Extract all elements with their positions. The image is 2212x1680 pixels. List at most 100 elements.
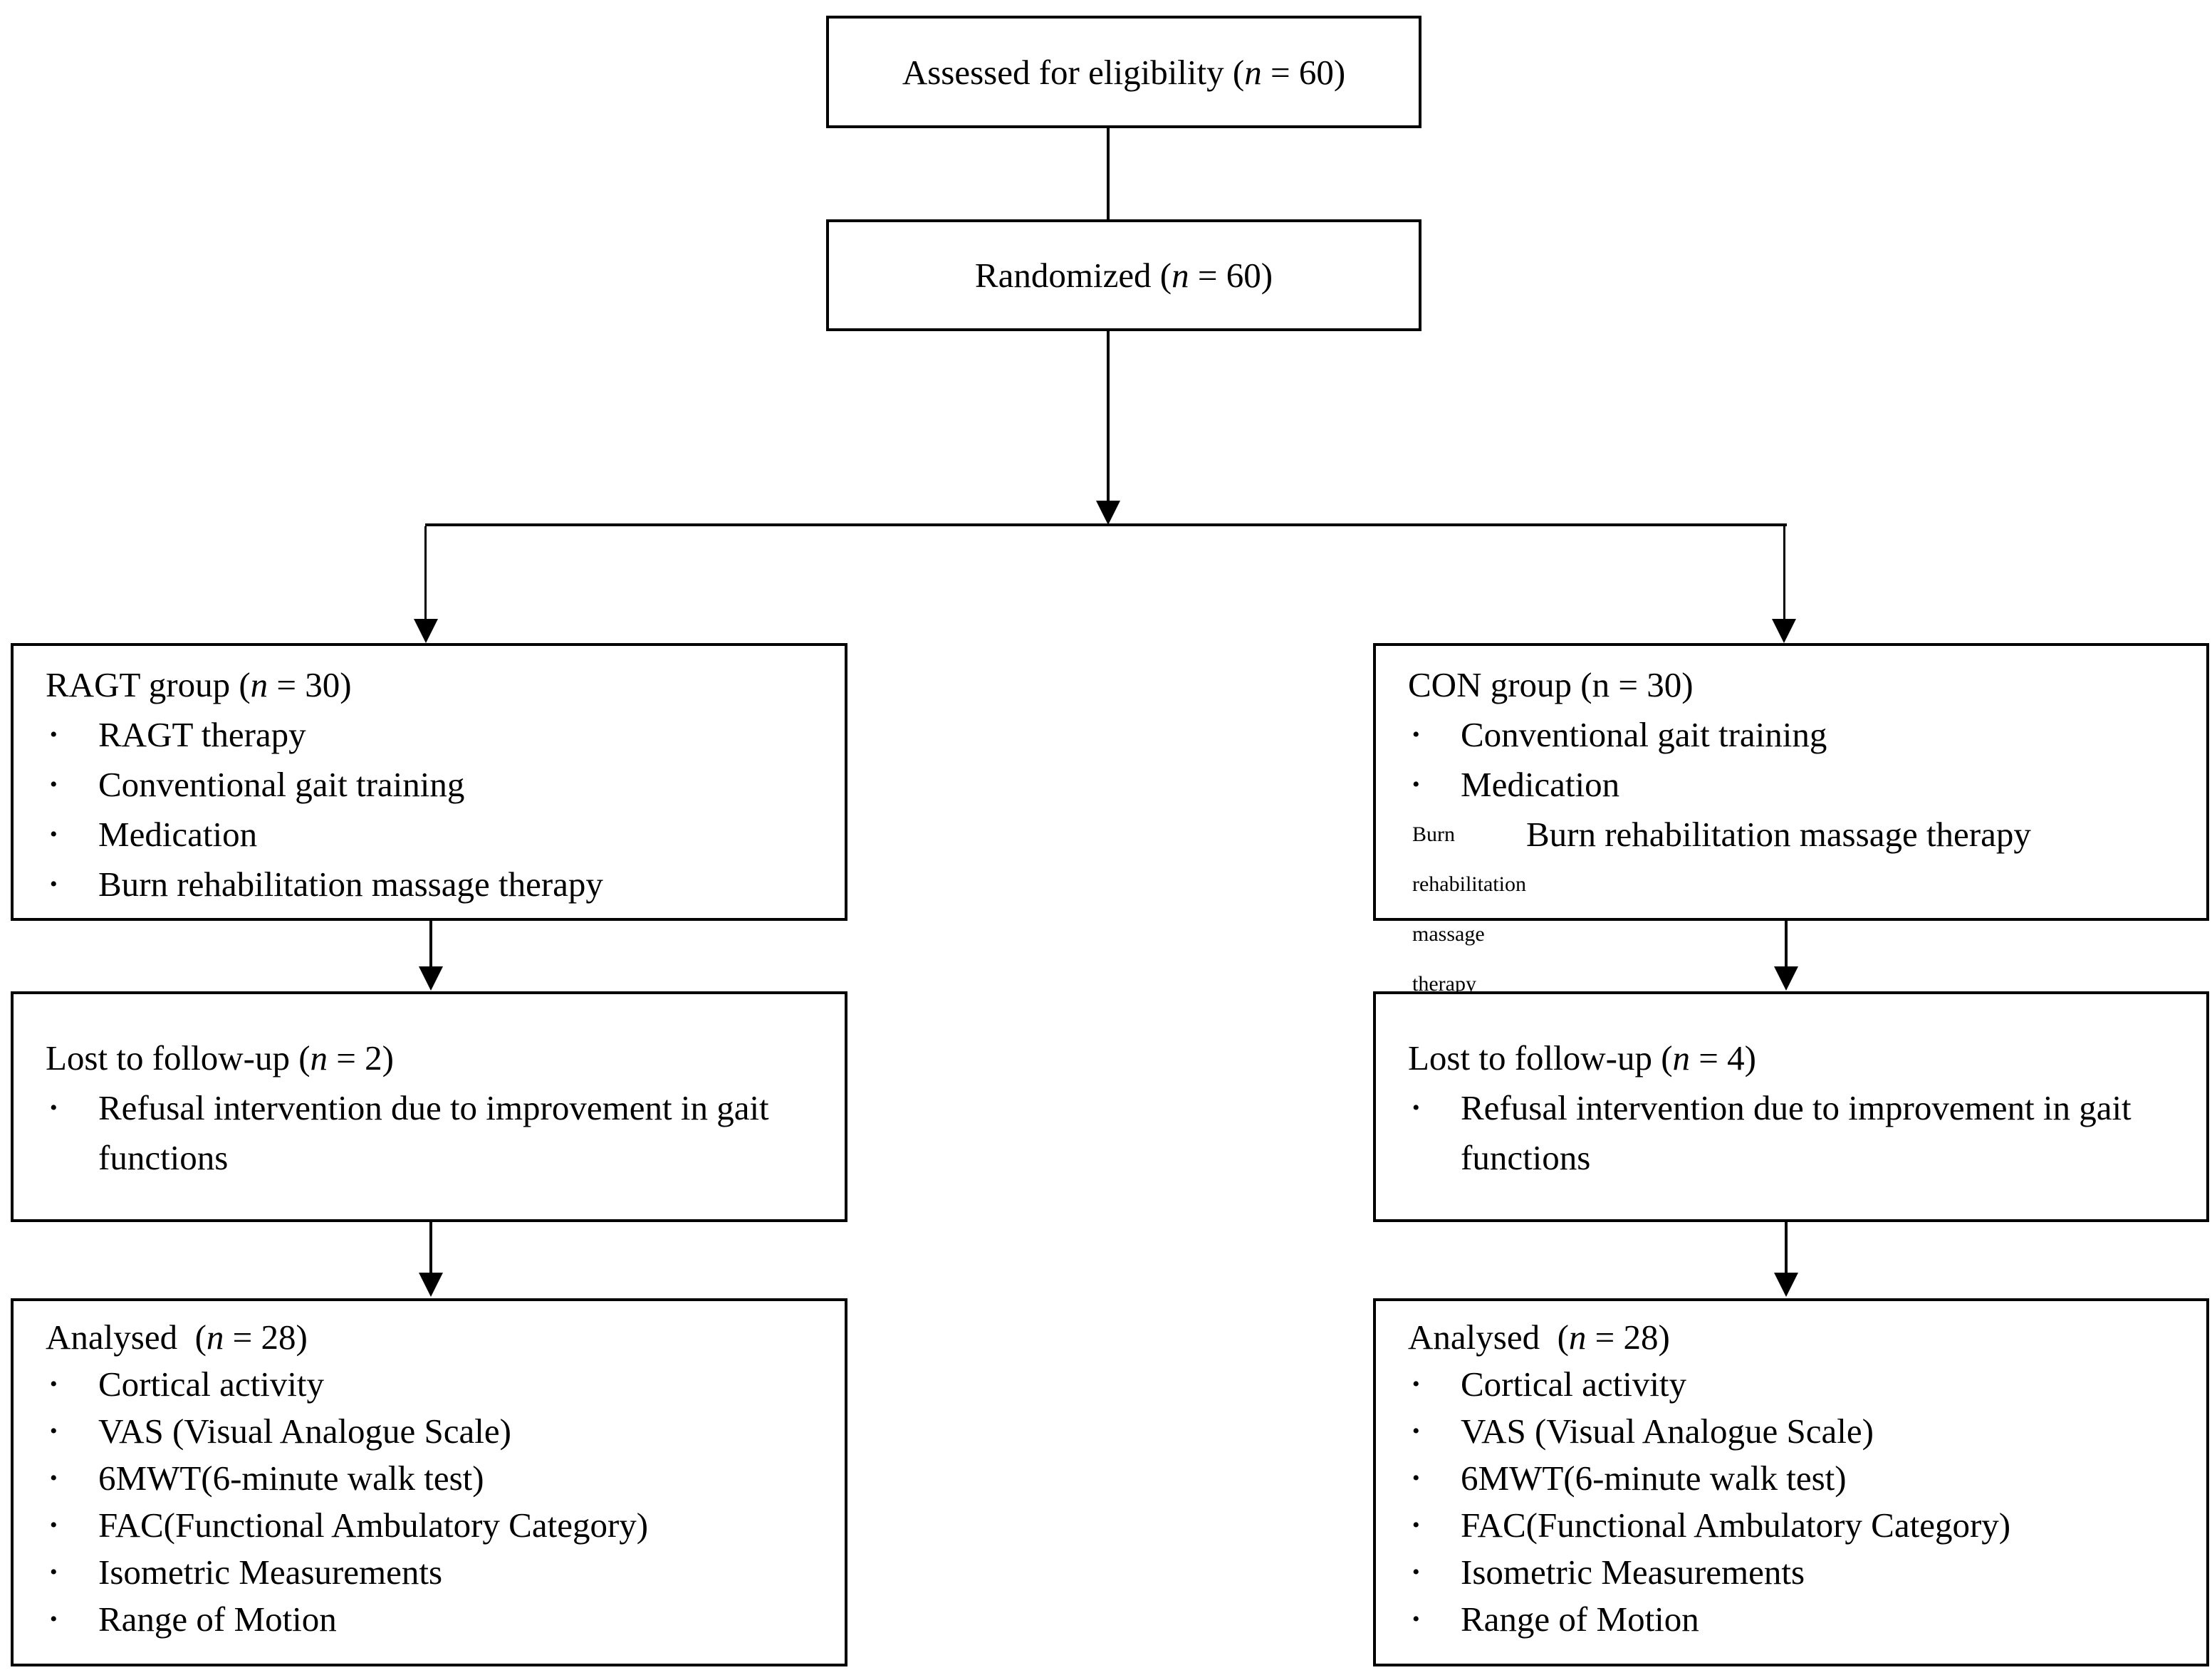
bullet-dot: Burn rehabilitation massage therapy	[1412, 823, 1526, 996]
bullet-item: • Conventional gait training	[46, 760, 834, 810]
arrowhead-ragt-to-lost-left	[419, 966, 443, 991]
bullet-dot: •	[50, 872, 58, 896]
title-pre: Randomized (	[974, 256, 1172, 295]
bullet-item: • Cortical activity	[46, 1361, 834, 1408]
bullet-text: FAC(Functional Ambulatory Category)	[98, 1506, 649, 1545]
bullet-dot: •	[1412, 1419, 1420, 1443]
bullet-dot: •	[50, 1607, 58, 1631]
bullet-dot: •	[50, 1513, 58, 1537]
box-ragt-group: RAGT group (n = 30) • RAGT therapy • Con…	[11, 643, 847, 921]
connector-branch-to-con	[1783, 526, 1785, 619]
title-n: n	[1592, 665, 1610, 704]
connector-randomized-to-branch	[1107, 331, 1110, 501]
bullet-text: VAS (Visual Analogue Scale)	[98, 1412, 511, 1451]
bullet-text: Medication	[98, 815, 258, 854]
bullet-text: Burn rehabilitation massage therapy	[1525, 815, 2031, 854]
box-analysed-left-title: Analysed (n = 28)	[46, 1314, 834, 1361]
title-post: = 2)	[328, 1038, 394, 1078]
bullet-text: 6MWT(6-minute walk test)	[1461, 1459, 1847, 1498]
bullet-item: • Cortical activity	[1408, 1361, 2196, 1408]
bullet-item: • Refusal intervention due to improvemen…	[46, 1083, 834, 1183]
bullet-text: RAGT therapy	[98, 715, 306, 754]
bullet-item: • Conventional gait training	[1408, 710, 2196, 760]
box-lost-left-title: Lost to follow-up (n = 2)	[46, 1033, 834, 1083]
bullet-item: Burn rehabilitation massage therapy Burn…	[1408, 810, 2196, 1009]
box-lost-followup-left: Lost to follow-up (n = 2) • Refusal inte…	[11, 991, 847, 1222]
connector-branch-to-ragt	[424, 526, 427, 619]
title-post: = 4)	[1690, 1038, 1756, 1078]
bullet-dot: •	[1412, 723, 1420, 746]
box-assessed: Assessed for eligibility (n = 60)	[826, 16, 1421, 128]
bullet-item: • FAC(Functional Ambulatory Category)	[46, 1502, 834, 1549]
title-n: n	[1672, 1038, 1691, 1078]
bullet-dot: •	[1412, 1096, 1420, 1120]
arrowhead-lost-left-to-analysed-left	[419, 1273, 443, 1297]
title-post: = 28)	[1586, 1318, 1670, 1357]
title-n: n	[250, 665, 268, 704]
box-con-group: CON group (n = 30) • Conventional gait t…	[1373, 643, 2209, 996]
bullet-text: Conventional gait training	[1461, 715, 1827, 754]
bullet-item: • Isometric Measurements	[1408, 1549, 2196, 1596]
title-post: = 30)	[268, 665, 352, 704]
bullet-text: VAS (Visual Analogue Scale)	[1461, 1412, 1874, 1451]
box-assessed-title: Assessed for eligibility (n = 60)	[902, 52, 1345, 93]
bullet-text: Burn rehabilitation massage therapy	[98, 865, 603, 904]
title-pre: Analysed (	[46, 1318, 207, 1357]
bullet-dot: •	[50, 823, 58, 846]
bullet-text: Range of Motion	[1461, 1600, 1699, 1639]
title-pre: Assessed for eligibility (	[902, 52, 1245, 92]
title-n: n	[310, 1038, 328, 1078]
bullet-item: • 6MWT(6-minute walk test)	[46, 1455, 834, 1502]
bullet-text: Cortical activity	[98, 1365, 325, 1404]
bullet-item: • Isometric Measurements	[46, 1549, 834, 1596]
box-analysed-right-title: Analysed (n = 28)	[1408, 1314, 2196, 1361]
arrowhead-randomized-to-branch	[1096, 501, 1120, 525]
title-pre: Lost to follow-up (	[46, 1038, 311, 1078]
arrowhead-branch-to-ragt	[414, 619, 438, 643]
bullet-text: Cortical activity	[1461, 1365, 1687, 1404]
bullet-item: • FAC(Functional Ambulatory Category)	[1408, 1502, 2196, 1549]
arrowhead-con-to-lost-right	[1774, 966, 1798, 991]
title-post: = 28)	[224, 1318, 308, 1357]
bullet-dot: •	[50, 773, 58, 796]
bullet-text: Isometric Measurements	[98, 1553, 443, 1592]
box-lost-right-title: Lost to follow-up (n = 4)	[1408, 1033, 2196, 1083]
connector-assessed-to-randomized	[1107, 128, 1110, 219]
title-post: = 30)	[1610, 665, 1694, 704]
bullet-text: Refusal intervention due to improvement …	[1461, 1088, 2132, 1177]
box-lost-followup-right: Lost to follow-up (n = 4) • Refusal inte…	[1373, 991, 2209, 1222]
title-n: n	[1172, 256, 1189, 295]
bullet-item: • VAS (Visual Analogue Scale)	[1408, 1408, 2196, 1455]
bullet-text: Medication	[1461, 765, 1620, 804]
arrowhead-branch-to-con	[1772, 619, 1796, 643]
box-analysed-left: Analysed (n = 28) • Cortical activity • …	[11, 1298, 847, 1666]
bullet-dot: •	[1412, 1560, 1420, 1584]
connector-con-to-lost-right	[1785, 921, 1788, 966]
box-analysed-right: Analysed (n = 28) • Cortical activity • …	[1373, 1298, 2209, 1666]
connector-ragt-to-lost-left	[429, 921, 432, 966]
title-pre: CON group (	[1408, 665, 1592, 704]
bullet-dot: •	[50, 723, 58, 746]
branch-horizontal-line	[425, 523, 1787, 526]
bullet-dot: •	[1412, 1466, 1420, 1490]
title-post: = 60)	[1261, 52, 1346, 92]
title-n: n	[206, 1318, 224, 1357]
bullet-item: • RAGT therapy	[46, 710, 834, 760]
arrowhead-lost-right-to-analysed-right	[1774, 1273, 1798, 1297]
box-con-title: CON group (n = 30)	[1408, 660, 2196, 710]
title-pre: Analysed (	[1408, 1318, 1569, 1357]
bullet-item: • Range of Motion	[46, 1596, 834, 1643]
title-pre: RAGT group (	[46, 665, 251, 704]
bullet-item: • Medication	[46, 810, 834, 860]
bullet-dot: •	[50, 1560, 58, 1584]
bullet-item: • 6MWT(6-minute walk test)	[1408, 1455, 2196, 1502]
title-pre: Lost to follow-up (	[1408, 1038, 1673, 1078]
bullet-dot: •	[50, 1372, 58, 1396]
bullet-text: 6MWT(6-minute walk test)	[98, 1459, 484, 1498]
bullet-text: Conventional gait training	[98, 765, 465, 804]
connector-lost-right-to-analysed-right	[1785, 1222, 1788, 1273]
title-n: n	[1244, 52, 1262, 92]
title-post: = 60)	[1189, 256, 1273, 295]
bullet-dot: •	[50, 1419, 58, 1443]
